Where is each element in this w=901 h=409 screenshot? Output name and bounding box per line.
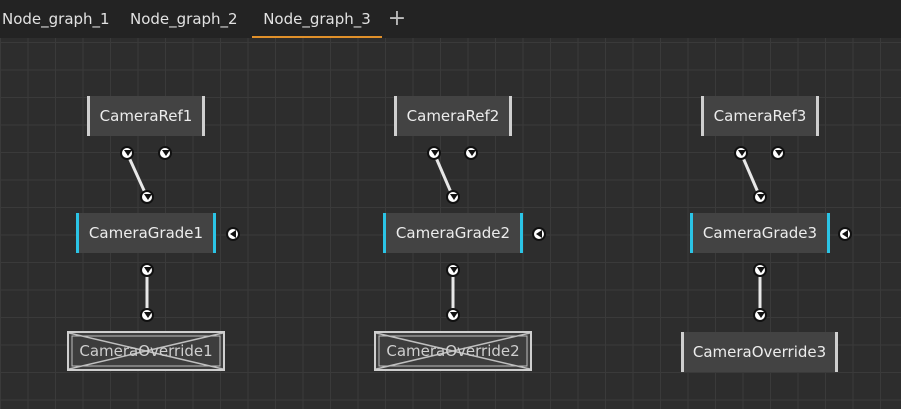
- output-port-icon[interactable]: [734, 146, 748, 160]
- node-label: CameraRef2: [406, 107, 500, 125]
- node-label: CameraOverride3: [692, 343, 827, 361]
- node-label: CameraRef1: [99, 107, 193, 125]
- output-port-icon[interactable]: [446, 263, 460, 277]
- output-port-icon[interactable]: [140, 263, 154, 277]
- node-camera-ref-2[interactable]: CameraRef2: [394, 96, 512, 136]
- node-camera-override-2[interactable]: CameraOverride2: [374, 331, 532, 371]
- input-port-icon[interactable]: [446, 190, 460, 204]
- side-port-icon[interactable]: [532, 227, 546, 241]
- input-port-icon[interactable]: [446, 308, 460, 322]
- tab-node-graph-1[interactable]: Node_graph_1: [2, 10, 110, 28]
- output-port-icon[interactable]: [464, 146, 478, 160]
- output-port-icon[interactable]: [427, 146, 441, 160]
- node-camera-override-1[interactable]: CameraOverride1: [67, 331, 225, 371]
- node-camera-grade-2[interactable]: CameraGrade2: [383, 213, 523, 253]
- disabled-cross-icon: [376, 333, 530, 369]
- side-port-icon[interactable]: [838, 227, 852, 241]
- input-port-icon[interactable]: [140, 190, 154, 204]
- input-port-icon[interactable]: [753, 190, 767, 204]
- node-camera-grade-3[interactable]: CameraGrade3: [690, 213, 830, 253]
- side-port-icon[interactable]: [226, 227, 240, 241]
- node-label: CameraGrade3: [702, 224, 818, 242]
- tab-node-graph-3[interactable]: Node_graph_3: [252, 0, 382, 38]
- disabled-cross-icon: [69, 333, 223, 369]
- node-camera-ref-1[interactable]: CameraRef1: [87, 96, 205, 136]
- node-camera-ref-3[interactable]: CameraRef3: [701, 96, 819, 136]
- tab-node-graph-2[interactable]: Node_graph_2: [130, 10, 238, 28]
- output-port-icon[interactable]: [158, 146, 172, 160]
- node-camera-grade-1[interactable]: CameraGrade1: [76, 213, 216, 253]
- node-camera-override-3[interactable]: CameraOverride3: [681, 332, 838, 372]
- node-label: CameraOverride2: [386, 342, 520, 360]
- plus-icon[interactable]: +: [387, 6, 407, 31]
- output-port-icon[interactable]: [771, 146, 785, 160]
- tab-bar: Node_graph_1 Node_graph_2 Node_graph_3 +: [0, 0, 901, 38]
- node-label: CameraOverride1: [79, 342, 213, 360]
- input-port-icon[interactable]: [140, 308, 154, 322]
- output-port-icon[interactable]: [120, 146, 134, 160]
- node-label: CameraGrade1: [88, 224, 204, 242]
- input-port-icon[interactable]: [753, 308, 767, 322]
- output-port-icon[interactable]: [753, 263, 767, 277]
- node-label: CameraRef3: [713, 107, 807, 125]
- node-label: CameraGrade2: [395, 224, 511, 242]
